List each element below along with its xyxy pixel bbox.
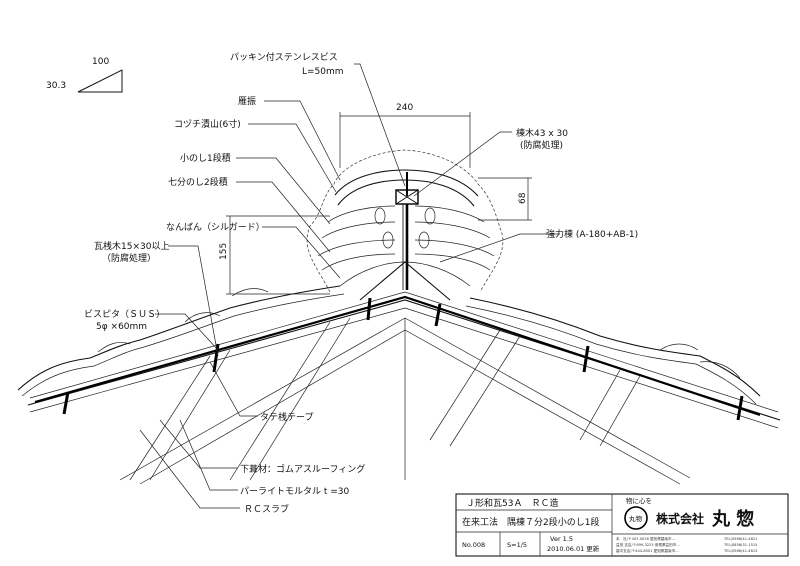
label-konoshi: 小のし1段積 [180,152,231,164]
title-line-2: 在来工法 隅棟７分2段小のし1段 [462,516,599,528]
annotation-labels: パッキン付ステンレスビス L=50mm 雁振 コヅチ漬山(6寸) 小のし1段積 … [84,52,638,515]
leader-lines [139,63,560,509]
label-screw-length: L=50mm [302,67,344,77]
roof-tiles-left [17,285,372,415]
logo-tagline: 物に心を [626,496,652,505]
dim-width-value: 240 [396,103,413,113]
label-ganburi: 雁振 [238,95,256,107]
dimension-height-left: 155 [219,215,330,295]
drawing-date: 2010.06.01 更新 [547,544,600,553]
address-line-2: 益田 支店/〒699-3225 島根県益田市... [616,542,680,547]
slope-run: 100 [92,57,109,67]
label-tatesan: タテ桟テープ [260,411,313,423]
roof-slab [27,291,781,485]
label-kozuchi: コヅチ漬山(6寸) [174,118,241,130]
label-shichibu: 七分のし2段積 [168,176,228,188]
label-kawara-sankigi: 瓦桟木15×30以上 [94,240,169,252]
logo-char: 丸物 [629,514,643,523]
label-kyoryokumune: 強力棟 (A-180+AB-1) [546,228,638,240]
dimension-width: 240 [339,103,471,168]
address-line-1: 本 社/〒447-0026 愛知県碧南市... [616,536,675,541]
label-nanban: なんばん（シルガード） [166,222,265,233]
label-bisupita-size: 5φ ×60mm [96,322,147,332]
slope-rise: 30.3 [46,81,66,91]
drawing-number: No.008 [462,541,485,549]
tel-line-3: TEL(0566)41-4613 [723,549,757,553]
label-munagi: 棟木43 x 30 [516,127,568,139]
label-bisupita: ビスピタ（ＳＵＳ） [84,309,165,320]
label-shitabuki: 下葺材：ゴムアスルーフィング [240,463,365,475]
dimension-height-right: 68 [478,177,532,221]
title-block: Ｊ形和瓦53Ａ ＲＣ造 在来工法 隅棟７分2段小のし1段 No.008 S=1/… [455,493,789,557]
tel-line-1: TEL(0566)41-4821 [723,537,757,541]
roof-tiles-right [434,297,761,421]
company-name: 丸 惣 [711,508,754,530]
slope-indicator: 100 30.3 [46,57,123,93]
tel-line-2: TEL(0856)31-1515 [723,543,757,547]
title-line-1: Ｊ形和瓦53Ａ ＲＣ造 [466,497,558,509]
dim-height-right-value: 68 [518,192,528,204]
label-slab: ＲＣスラブ [244,503,289,515]
label-mortar: パーライトモルタル t =30 [240,486,350,497]
label-screw: パッキン付ステンレスビス [230,52,338,63]
company-prefix: 株式会社 [656,511,704,526]
ridge-assembly [306,149,504,301]
address-line-3: 碧中支店/〒444-8501 愛知県碧南市... [616,548,679,553]
drawing-version: Ver 1.5 [550,535,573,543]
dim-height-left-value: 155 [219,243,229,260]
label-munagi-note: (防腐処理) [520,139,563,151]
drawing-scale: S=1/5 [507,541,527,549]
label-kawara-sankigi-note: （防腐処理） [102,252,156,264]
company-logo [624,506,648,530]
